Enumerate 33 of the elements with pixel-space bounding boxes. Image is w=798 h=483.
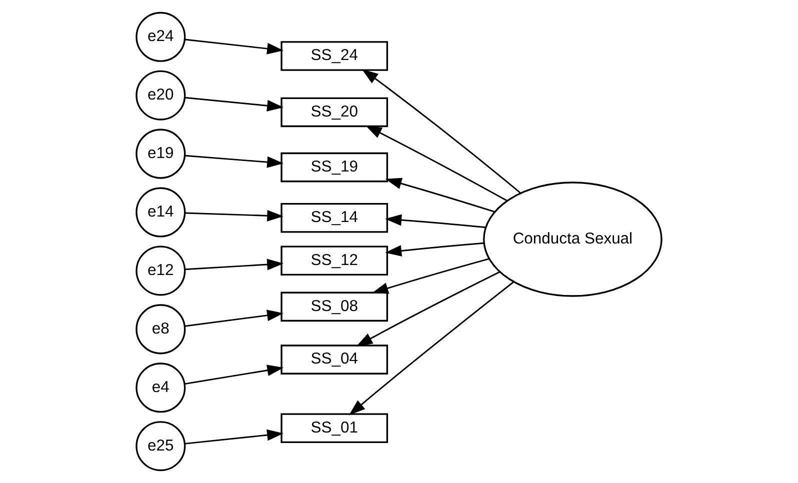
node-circle: e8 [136, 304, 186, 354]
arrow [356, 271, 500, 346]
arrow [362, 69, 521, 194]
node-circle: e24 [136, 12, 186, 62]
arrow [372, 258, 490, 294]
node-circle: e19 [136, 128, 186, 179]
arrow [184, 258, 284, 270]
node-circle: e25 [136, 421, 186, 472]
node-box: SS_12 [280, 246, 388, 276]
arrow [184, 364, 284, 385]
arrow [184, 210, 284, 222]
node-circle: e4 [136, 362, 186, 413]
node-box: SS_04 [280, 344, 388, 374]
node-circle: e20 [136, 70, 186, 120]
arrow [385, 242, 484, 257]
node-box: SS_24 [280, 41, 388, 71]
arrow [385, 214, 486, 228]
arrow [385, 178, 495, 213]
arrow [184, 310, 284, 327]
node-box: SS_08 [280, 292, 388, 322]
node-box: SS_14 [280, 203, 388, 233]
node-circle: e14 [136, 187, 186, 238]
arrow [184, 429, 284, 444]
arrow [184, 154, 284, 168]
arrow [348, 282, 514, 416]
node-ellipse: Conducta Sexual [483, 182, 662, 297]
node-box: SS_01 [280, 413, 388, 444]
arrow [365, 125, 508, 202]
arrow [184, 38, 284, 54]
node-circle: e12 [136, 246, 186, 296]
node-box: SS_19 [280, 152, 388, 182]
arrow [184, 96, 284, 112]
node-box: SS_20 [280, 97, 388, 128]
